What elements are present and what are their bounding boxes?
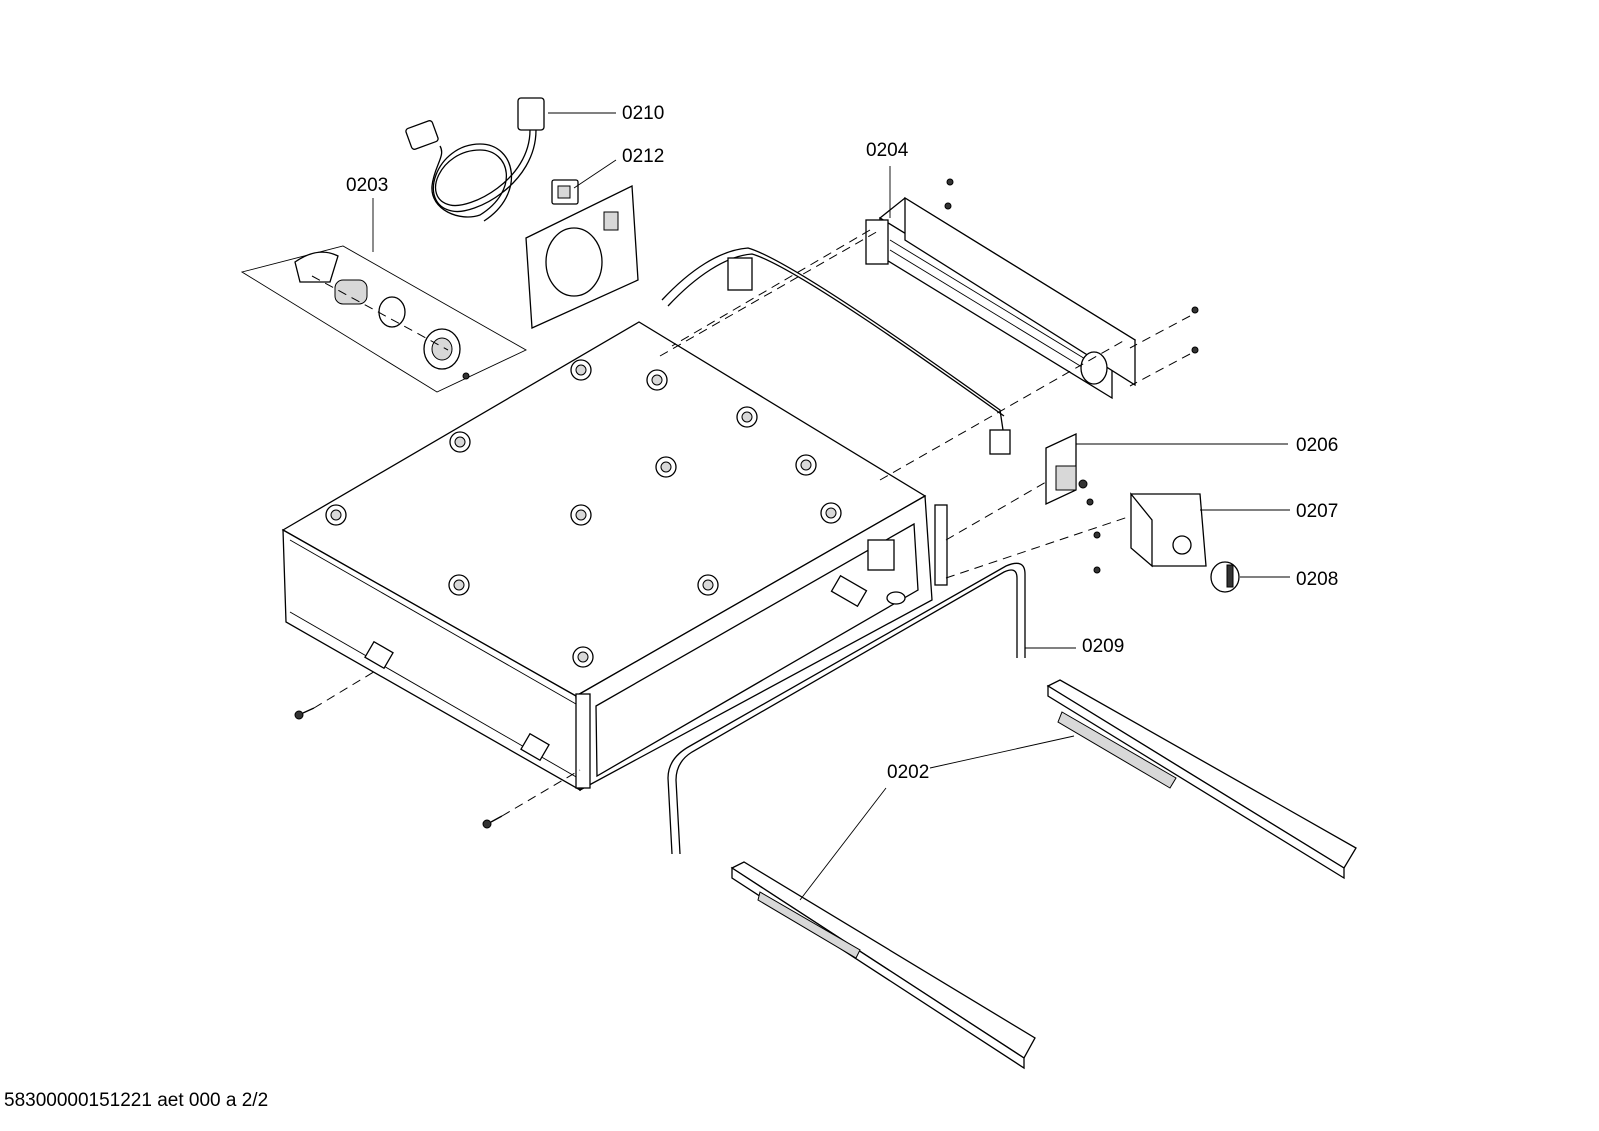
control-knob: [1210, 561, 1240, 593]
leader-lines: [372, 112, 1290, 901]
label-0210: 0210: [622, 103, 664, 124]
document-id-footer: 58300000151221 aet 000 a 2/2: [4, 1090, 269, 1111]
label-0206: 0206: [1296, 435, 1338, 456]
top-pads: [325, 359, 842, 668]
label-0209: 0209: [1082, 636, 1124, 657]
label-0203: 0203: [346, 175, 388, 196]
label-0202: 0202: [887, 762, 929, 783]
thermostat-board: [945, 432, 1094, 541]
connector-socket: [551, 179, 579, 205]
telescopic-rail-upper: [1046, 679, 1357, 880]
label-0208: 0208: [1296, 569, 1338, 590]
drawer-housing: [281, 321, 948, 829]
telescopic-rail-lower: [730, 861, 1036, 1070]
switch-assembly-group: [240, 245, 527, 393]
label-0212: 0212: [622, 146, 664, 167]
label-0204: 0204: [866, 140, 909, 161]
callout-labels: 0210 0212 0203 0204 0206 0207 0208 0209 …: [346, 103, 1338, 783]
label-0207: 0207: [1296, 501, 1338, 522]
front-frame-rod: [667, 562, 1026, 855]
mounting-bracket: [945, 492, 1207, 579]
power-cable: [405, 97, 545, 222]
rear-panel: [525, 184, 639, 329]
fan-heater-assembly: [659, 178, 1199, 481]
housing-screws: [294, 707, 503, 829]
